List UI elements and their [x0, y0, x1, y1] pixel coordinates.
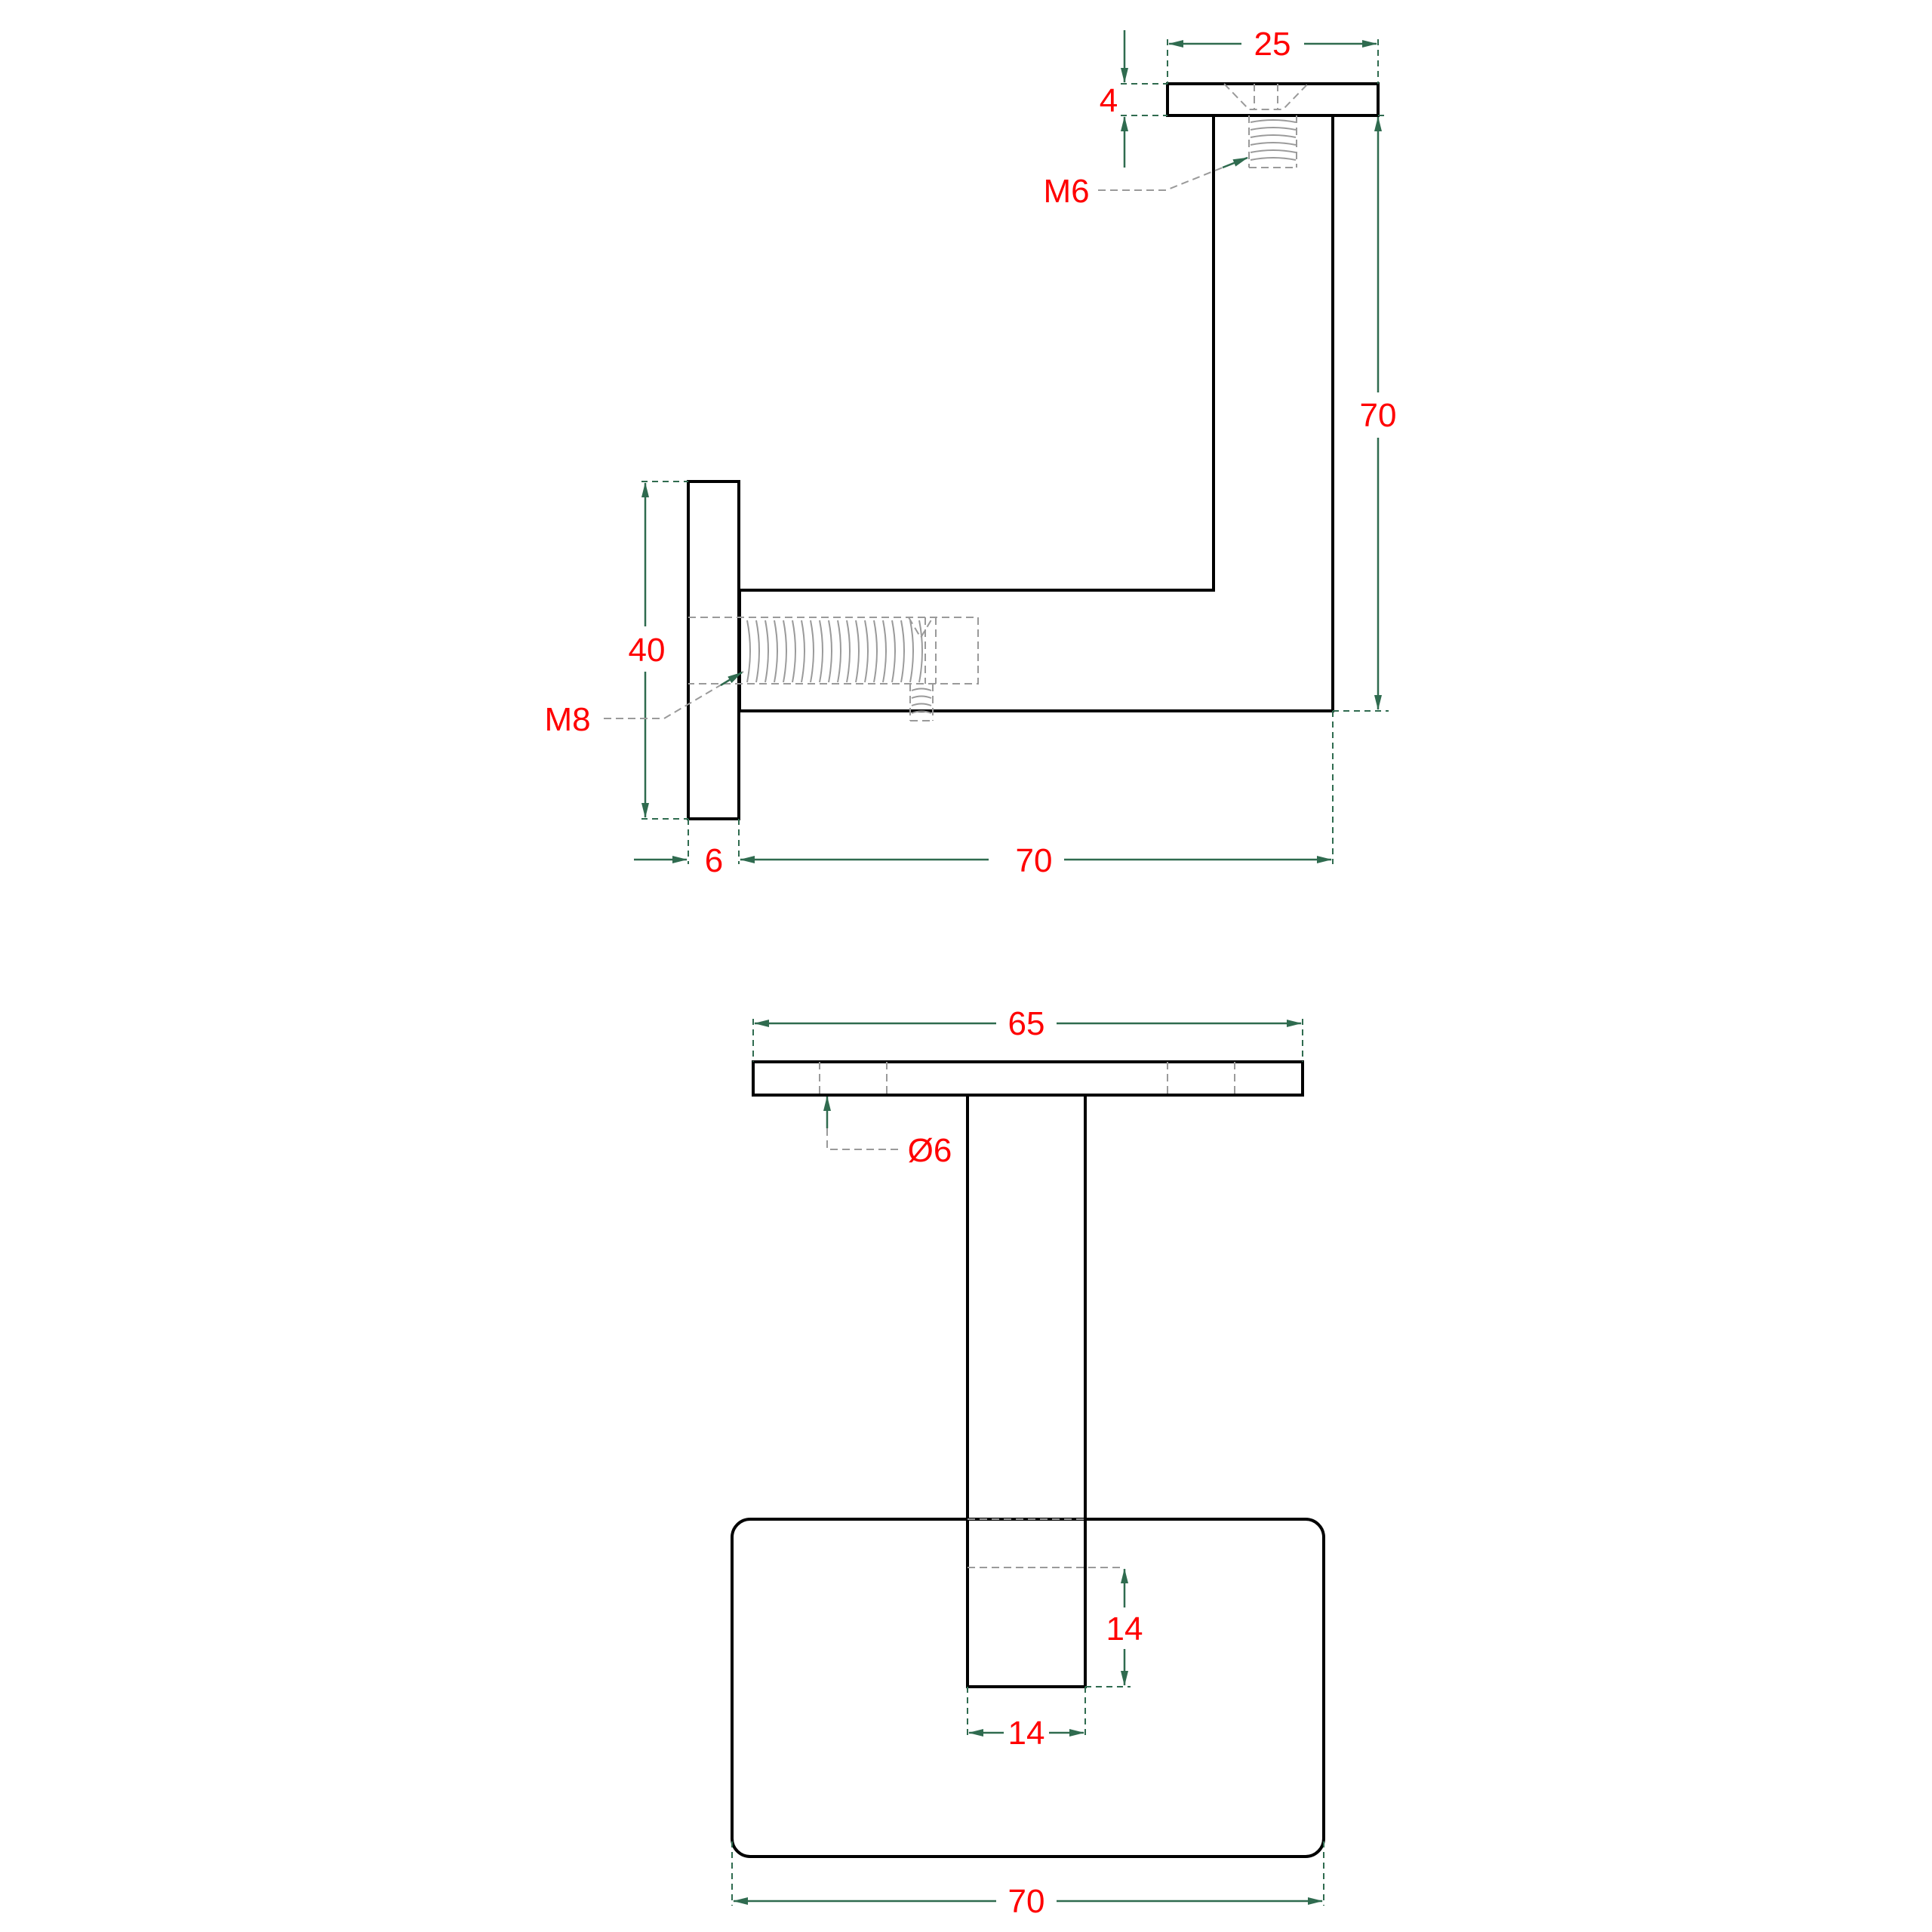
dim-stem-width: 14: [967, 1687, 1086, 1752]
plan-stem: [966, 1095, 1087, 1688]
dim-wall-plate-height-label: 40: [629, 632, 666, 669]
grub-screw-thread: [909, 684, 934, 721]
plan-saddle-plate: [752, 1060, 1304, 1097]
callout-m6: M6: [1043, 156, 1250, 210]
dim-stem-depth: 14: [1085, 1568, 1143, 1687]
callout-m8: M8: [544, 671, 744, 738]
dim-top-plate-thickness-label: 4: [1100, 82, 1118, 119]
dim-vertical-height-label: 70: [1360, 397, 1397, 434]
dim-saddle-width-label: 65: [1008, 1005, 1045, 1042]
dim-vertical-height: 70: [1333, 115, 1397, 712]
wall-plate: [687, 480, 740, 820]
dim-stem-width-label: 14: [1008, 1715, 1045, 1752]
dim-top-plate-width-label: 25: [1254, 26, 1291, 63]
dim-base-width-label: 70: [1008, 1883, 1045, 1920]
dim-saddle-width: 65: [752, 1005, 1303, 1062]
top-saddle-plate: [1166, 82, 1380, 117]
plan-view: 65 Ø6 14 14 70: [731, 1005, 1325, 1920]
saddle-countersink-hidden: [1223, 83, 1309, 110]
callout-hole-label: Ø6: [908, 1132, 952, 1169]
callout-m6-label: M6: [1043, 173, 1089, 210]
side-view: 25 4 M6 70 40: [544, 26, 1396, 879]
dim-top-plate-thickness: 4: [1100, 30, 1168, 168]
callout-hole: Ø6: [823, 1096, 952, 1169]
dim-arm-length: 6 70: [705, 711, 1334, 879]
dim-arm-length-label: 70: [1016, 842, 1053, 879]
dim-base-width: 70: [731, 1841, 1324, 1920]
dim-stem-depth-label: 14: [1106, 1611, 1143, 1647]
dim-wall-plate-height: 40: [629, 481, 688, 820]
saddle-holes-hidden: [819, 1062, 1235, 1095]
dim-wall-plate-thickness: [634, 819, 740, 864]
m8-bolt-hidden: [688, 617, 979, 685]
dim-top-plate-width: 25: [1167, 26, 1379, 84]
m6-thread: [1248, 115, 1297, 168]
dim-wall-plate-thickness-label: 6: [705, 842, 723, 879]
callout-m8-label: M8: [544, 701, 590, 738]
